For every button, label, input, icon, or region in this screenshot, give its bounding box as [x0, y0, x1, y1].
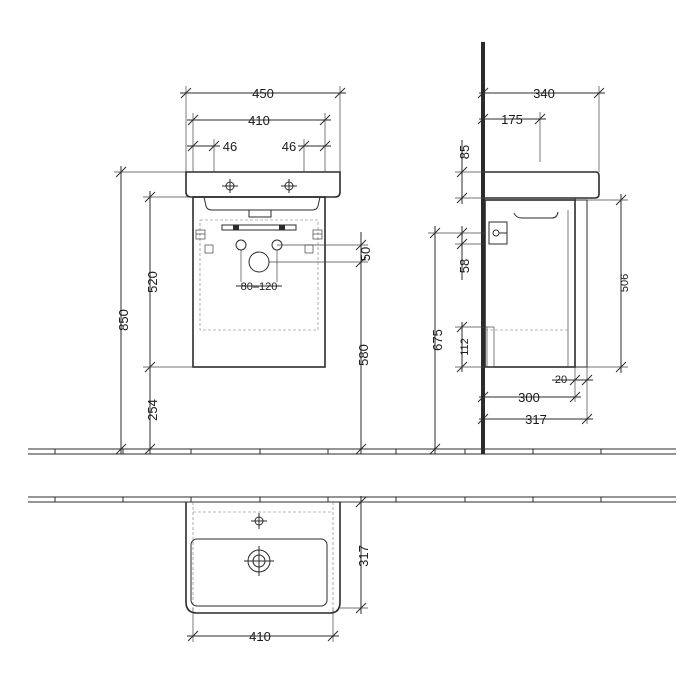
wall-section [481, 42, 485, 454]
label-cabinet-height: 506 [619, 274, 631, 292]
label-outlet-offset: 50 [358, 247, 373, 261]
label-height-floor: 254 [145, 399, 160, 421]
tap-hole-right [281, 179, 297, 193]
label-depth-total: 340 [533, 86, 555, 101]
floor-line-upper [28, 448, 676, 455]
label-mount-height: 675 [430, 329, 445, 351]
label-height-total: 850 [116, 309, 131, 331]
label-offset-58: 58 [457, 259, 472, 273]
label-offset-left: 46 [223, 139, 237, 154]
label-offset-112: 112 [459, 338, 471, 356]
front-view: 80–120 50 450 410 46 46 [114, 86, 373, 455]
drain-hole [248, 251, 270, 273]
supply-hole-left [235, 239, 247, 251]
label-depth-317: 317 [525, 412, 547, 427]
label-depth-tap: 175 [501, 112, 523, 127]
tap-hole-left [222, 179, 238, 193]
cabinet-front [192, 196, 326, 368]
basin-top [185, 502, 341, 614]
mounting-rail [221, 224, 297, 231]
basin-side [485, 171, 600, 199]
tap-hole-top [251, 513, 267, 529]
basin-front [185, 171, 341, 198]
label-top-depth: 317 [356, 545, 371, 567]
label-outlet-range: 80–120 [241, 281, 278, 293]
label-height-cabinet: 520 [145, 271, 160, 293]
drain-top [244, 546, 274, 576]
label-offset-right: 46 [282, 139, 296, 154]
side-view: 340 175 85 675 58 112 [428, 42, 631, 455]
label-width-total: 450 [252, 86, 274, 101]
basin-bowl [190, 538, 328, 607]
top-view: 317 410 [185, 496, 371, 644]
label-basin-height: 85 [457, 145, 472, 159]
label-gap-20: 20 [555, 374, 567, 386]
label-width-inner: 410 [248, 113, 270, 128]
wall-line-top-view [28, 496, 676, 503]
cabinet-side [484, 199, 576, 368]
label-top-width: 410 [249, 629, 271, 644]
label-depth-300: 300 [518, 390, 540, 405]
label-height-outlet: 580 [356, 344, 371, 366]
